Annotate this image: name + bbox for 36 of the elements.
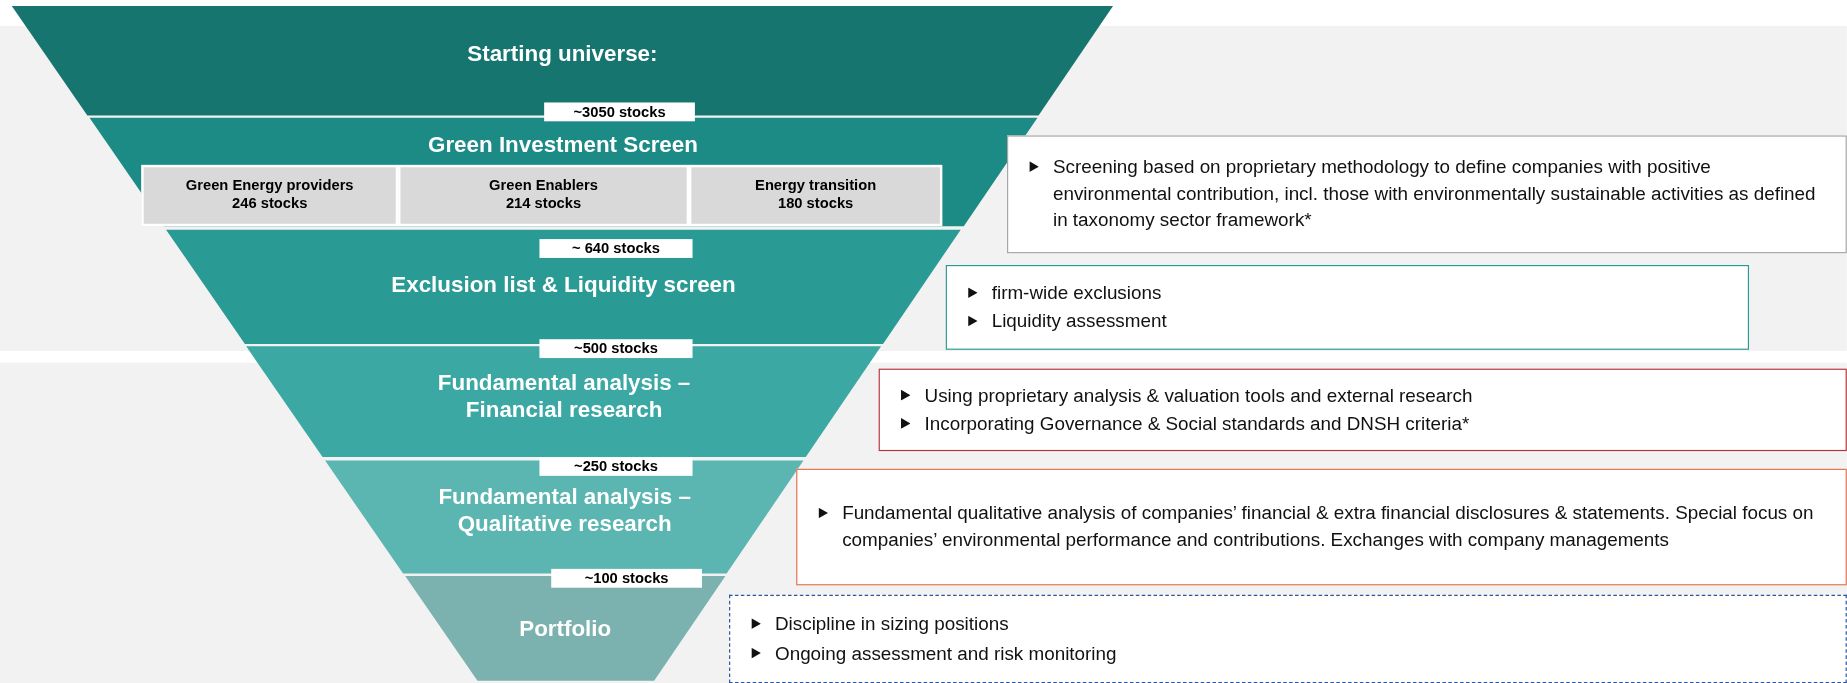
cell-text: 246 stocks <box>232 195 308 214</box>
table-cell <box>141 164 399 227</box>
description-box <box>1007 135 1847 254</box>
bullet-text: Incorporating Governance & Social standards and DNSH criteria* <box>924 412 1470 436</box>
table-cell <box>689 164 943 227</box>
bullet-text: Discipline in sizing positions <box>775 612 1009 636</box>
stage-title: Fundamental analysis – Financial research <box>436 369 692 424</box>
cell-text: 214 stocks <box>505 195 582 214</box>
bullet-text: firm-wide exclusions <box>991 281 1162 305</box>
stage-title: Portfolio <box>518 616 613 643</box>
stock-count-label: ~500 stocks <box>539 339 693 359</box>
cell-text: Green Energy providers <box>185 177 354 196</box>
bullet-text: Liquidity assessment <box>991 309 1167 333</box>
stage-title: Exclusion list & Liquidity screen <box>390 272 737 299</box>
cell-text: 180 stocks <box>777 195 854 214</box>
funnel-stage <box>89 117 1037 227</box>
bullet-text: Using proprietary analysis & valuation tools and external research <box>924 383 1473 408</box>
bullet-text: Fundamental qualitative analysis of companies’ financial & extra financial disclosures & statements. Special focus on companies’ environmental performance and contributions. Exchanges with company managements <box>842 502 1815 552</box>
description-box <box>945 265 1750 350</box>
stage-title: Green Investment Screen <box>427 131 699 159</box>
funnel-stage <box>11 5 1113 116</box>
stock-count-label: ~3050 stocks <box>544 102 695 122</box>
description-box <box>729 594 1847 683</box>
stock-count-label: ~100 stocks <box>551 568 702 588</box>
bullet-text: Ongoing assessment and risk monitoring <box>775 641 1117 666</box>
funnel-stage <box>325 460 804 574</box>
description-box <box>796 468 1847 586</box>
stock-count-label: ~ 640 stocks <box>539 239 693 258</box>
stage-title: Fundamental analysis – Qualitative research <box>437 484 692 538</box>
stage-title: Starting universe: <box>466 41 659 68</box>
bullet-text: Screening based on proprietary methodology to define companies with positive environmental contribution, incl. those with environmentally sustainable activities as defined in taxonomy sector framework* <box>1052 156 1817 232</box>
cell-text: Energy transition <box>755 177 877 196</box>
stock-count-label: ~250 stocks <box>539 457 693 476</box>
description-box <box>878 368 1847 452</box>
table-cell <box>398 164 689 227</box>
cell-text: Green Enablers <box>489 177 598 196</box>
